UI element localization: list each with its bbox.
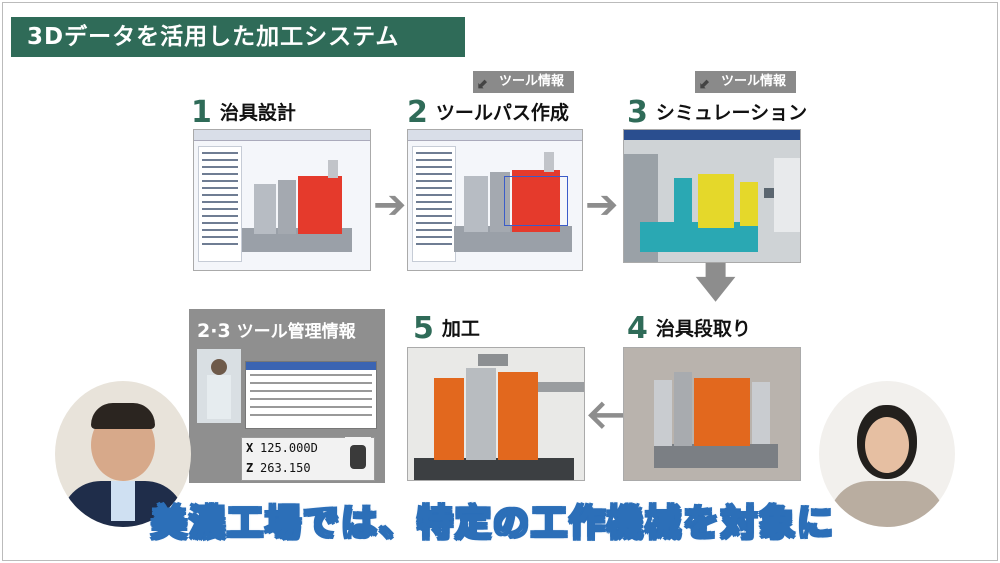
tool-info-tag-2: ⬋ツール情報 (473, 71, 575, 93)
step-2-number: 2 (407, 95, 428, 130)
step-4-text: 治具段取り (655, 318, 751, 340)
step-3-number: 3 (627, 95, 648, 130)
host-man-video (55, 381, 191, 527)
down-arrow-icon: ⬋ (699, 76, 711, 92)
step-5-text: 加工 (441, 318, 480, 340)
step-5-machining-photo (407, 347, 585, 481)
host-woman-video (819, 381, 955, 527)
step-4-number: 4 (627, 311, 648, 346)
step-1-cad-screenshot (193, 129, 371, 271)
step-5-number: 5 (413, 311, 434, 346)
step-3-label: 3 シミュレーション (627, 95, 807, 130)
step-2-label: 2 ツールパス作成 (407, 95, 569, 130)
step-1-label: 1 治具設計 (191, 95, 296, 130)
flow-arrow-down: 🡇 (695, 260, 737, 306)
page-title: 3Dデータを活用した加工システム (11, 17, 465, 57)
step-2-text: ツールパス作成 (435, 102, 569, 124)
step-1-number: 1 (191, 95, 212, 130)
caption-subtitle: 美濃工場では、特定の工作機械を対象に (150, 502, 836, 545)
step-4-label: 4 治具段取り (627, 311, 751, 346)
step-1-text: 治具設計 (219, 102, 296, 124)
flow-arrow-right-2: ➔ (585, 182, 619, 228)
tool-holder-photo (345, 437, 371, 477)
step-3-simulation-screenshot (623, 129, 801, 263)
down-arrow-icon: ⬋ (477, 76, 489, 92)
flow-arrow-right-1: ➔ (373, 182, 407, 228)
tool-data-table (245, 361, 377, 429)
step-4-fixture-photo (623, 347, 801, 481)
tool-info-tag-3: ⬋ツール情報 (695, 71, 797, 93)
step-2-toolpath-screenshot (407, 129, 583, 271)
step-3-text: シミュレーション (655, 102, 808, 124)
operator-photo (197, 349, 241, 423)
step-5-label: 5 加工 (413, 311, 480, 346)
